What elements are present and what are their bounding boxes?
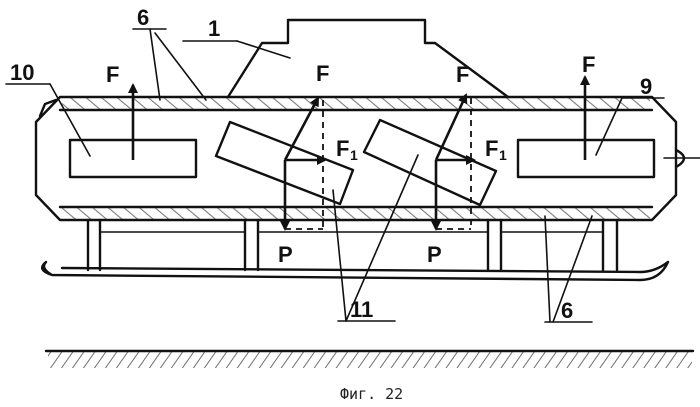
label-left-unit: 10 [10,60,34,85]
label-tracks-top: 6 [137,5,149,30]
label-right-unit: 9 [640,74,652,99]
inclined-unit-right [364,120,496,205]
label-force-right: F [582,52,595,77]
label-force-lift: F [106,62,119,87]
label-inclined-units: 11 [350,297,373,322]
label-component-left: F [336,136,349,161]
label-force-mid-right: F [456,62,469,87]
label-weight-left: P [278,242,293,267]
label-weight-right: P [427,242,442,267]
label-body: 1 [208,16,220,41]
bottom-track-band [62,208,650,219]
label-component-right-sub: 1 [499,147,507,163]
top-track-band [62,98,650,109]
ground-hatching [48,352,692,368]
label-force-mid-left: F [316,61,329,86]
label-component-right: F [485,136,498,161]
figure-caption: Фиг. 22 [340,385,403,403]
label-tracks-bottom: 6 [561,298,573,323]
landing-gear [88,220,617,270]
label-component-left-sub: 1 [350,147,358,163]
